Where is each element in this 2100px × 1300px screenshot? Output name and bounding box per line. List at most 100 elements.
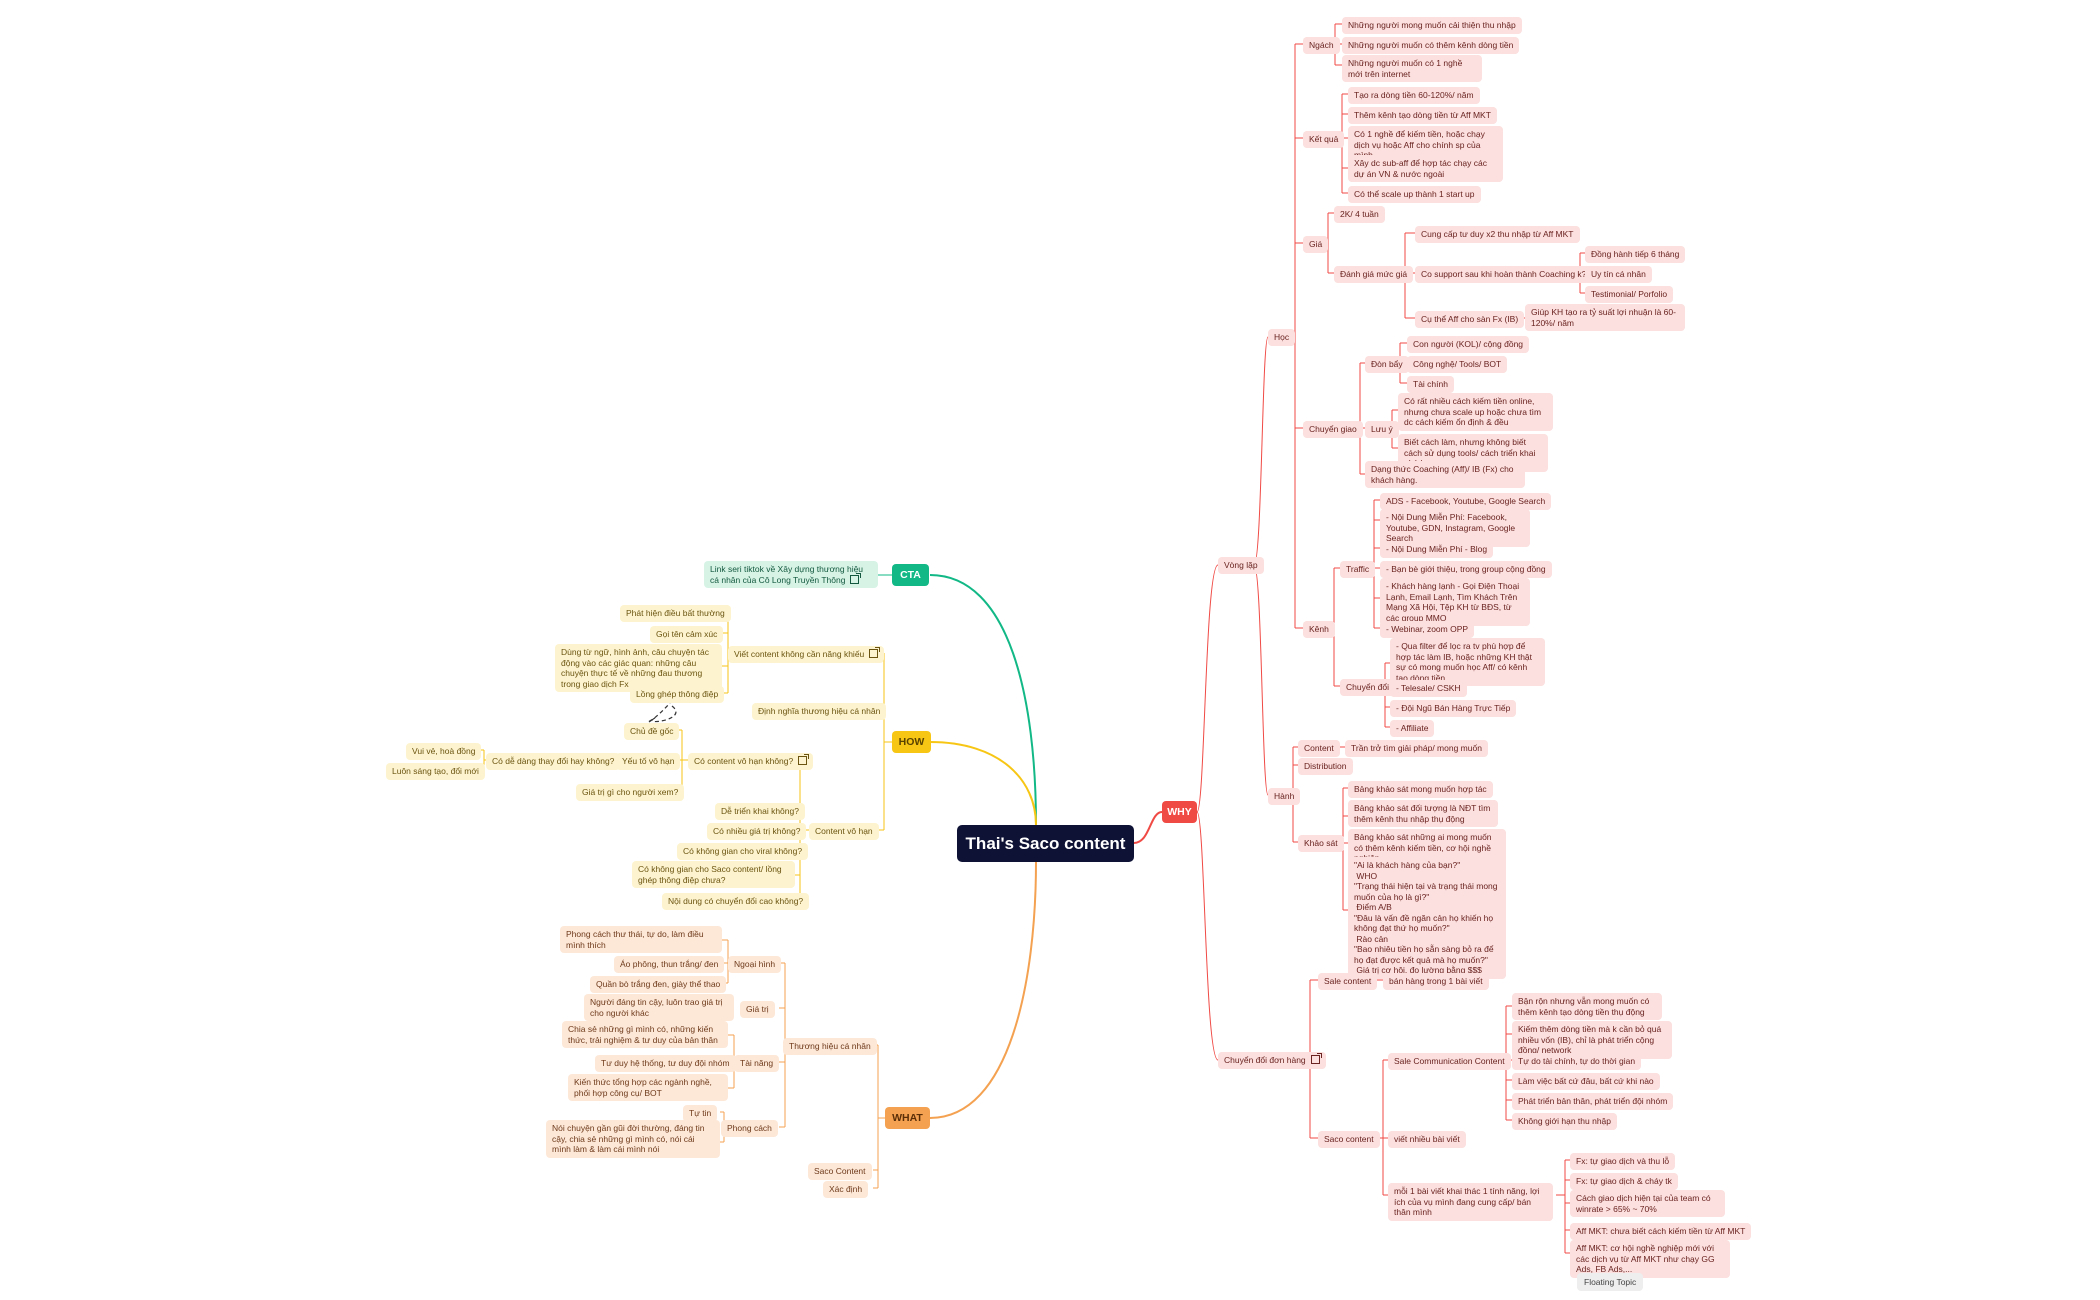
topic-nganh[interactable]: Ngách — [1303, 37, 1340, 54]
topic-nganh-1[interactable]: Những người mong muốn cải thiện thu nhập — [1342, 17, 1522, 34]
external-link-icon[interactable] — [1310, 1053, 1322, 1064]
topic-vc-1[interactable]: Phát hiện điều bất thường — [620, 605, 731, 622]
topic-xac-dinh[interactable]: Xác định — [823, 1181, 869, 1198]
topic-tr-2[interactable]: - Nội Dung Miễn Phí: Facebook, Youtube, … — [1380, 509, 1530, 547]
topic-vc-2[interactable]: Gọi tên cảm xúc — [650, 626, 724, 643]
topic-kq-2[interactable]: Thêm kênh tạo dòng tiền từ Aff MKT — [1348, 107, 1497, 124]
topic-sc-1[interactable]: bán hàng trong 1 bài viết — [1383, 973, 1489, 990]
topic-vong-lap[interactable]: Vòng lặp — [1218, 557, 1264, 574]
topic-dg-3[interactable]: Cụ thể Aff cho sàn Fx (IB) — [1415, 311, 1525, 328]
topic-ly-1[interactable]: Có rất nhiều cách kiếm tiền online, nhưn… — [1398, 393, 1553, 431]
topic-content[interactable]: Content — [1298, 740, 1340, 757]
topic-tr-6[interactable]: - Webinar, zoom OPP — [1380, 621, 1475, 638]
topic-viet-nhieu[interactable]: viết nhiều bài viết — [1388, 1131, 1466, 1148]
topic-ks-2[interactable]: Bảng khảo sát đối tượng là NĐT tìm thêm … — [1348, 800, 1498, 827]
topic-cv-3[interactable]: Giá trị gì cho người xem? — [576, 784, 685, 801]
topic-ks-4[interactable]: "Ai là khách hàng của bạn?" WHO "Trạng t… — [1348, 857, 1506, 979]
topic-ks-1[interactable]: Bảng khảo sát mong muốn hợp tác — [1348, 781, 1493, 798]
topic-cv-2a2[interactable]: Luôn sáng tạo, đổi mới — [386, 763, 485, 780]
topic-hoc[interactable]: Học — [1268, 329, 1296, 346]
topic-tr-1[interactable]: ADS - Facebook, Youtube, Google Search — [1380, 493, 1552, 510]
topic-chuyen-giao[interactable]: Chuyển giao — [1303, 421, 1363, 438]
topic-mb-3[interactable]: Cách giao dịch hiện tại của team có winr… — [1570, 1190, 1725, 1217]
topic-tn-1[interactable]: Chia sẻ những gì mình có, những kiến thứ… — [562, 1021, 728, 1048]
external-link-icon[interactable] — [850, 572, 862, 584]
topic-nh-2[interactable]: Áo phông, thun trắng/ đen — [614, 956, 725, 973]
topic-danh-gia[interactable]: Đánh giá mức giá — [1334, 266, 1414, 283]
topic-scc-1[interactable]: Bận rộn nhưng vẫn mong muốn có thêm kênh… — [1512, 993, 1662, 1020]
topic-mb-1[interactable]: Fx: tự giao dịch và thu lỗ — [1570, 1153, 1676, 1170]
central-topic[interactable]: Thai's Saco content — [957, 825, 1134, 862]
topic-vc-3[interactable]: Dùng từ ngữ, hình ảnh, câu chuyện tác độ… — [555, 644, 722, 692]
topic-cvh-2[interactable]: Có nhiều giá trị không? — [707, 823, 807, 840]
topic-traffic[interactable]: Traffic — [1340, 561, 1376, 578]
topic-cvh-3[interactable]: Có không gian cho viral không? — [677, 843, 809, 860]
topic-kq-5[interactable]: Có thể scale up thành 1 start up — [1348, 186, 1481, 203]
topic-dinh-nghia[interactable]: Định nghĩa thương hiệu cá nhân — [752, 703, 887, 720]
topic-phong-cach[interactable]: Phong cách — [721, 1120, 778, 1137]
external-link-icon[interactable] — [869, 647, 881, 658]
topic-gia-1[interactable]: 2K/ 4 tuần — [1334, 206, 1385, 223]
topic-nganh-3[interactable]: Những người muốn có 1 nghề mới trên inte… — [1342, 55, 1482, 82]
topic-mb-4[interactable]: Aff MKT: chưa biết cách kiếm tiền từ Aff… — [1570, 1223, 1752, 1240]
topic-scc-6[interactable]: Không giới hạn thu nhập — [1512, 1113, 1618, 1130]
topic-cvh-4[interactable]: Có không gian cho Saco content/ lồng ghé… — [632, 861, 795, 888]
topic-nh-1[interactable]: Phong cách thư thái, tự do, làm điều mìn… — [560, 926, 722, 953]
topic-ngoai-hinh[interactable]: Ngoại hình — [728, 956, 782, 973]
topic-tn-3[interactable]: Kiến thức tổng hợp các ngành nghề, phối … — [568, 1074, 728, 1101]
topic-gt-1[interactable]: Người đáng tin cậy, luôn trao giá trị ch… — [584, 994, 734, 1021]
topic-cvh-5[interactable]: Nội dung có chuyển đổi cao không? — [662, 893, 810, 910]
topic-mb-5[interactable]: Aff MKT: cơ hội nghề nghiệp mới với các … — [1570, 1240, 1730, 1278]
topic-nganh-2[interactable]: Những người muốn có thêm kênh dòng tiền — [1342, 37, 1520, 54]
topic-sale-communication[interactable]: Sale Communication Content — [1388, 1053, 1511, 1070]
topic-chuyen-doi-don-hang[interactable]: Chuyển đổi đơn hàng — [1218, 1052, 1326, 1069]
topic-kenh[interactable]: Kênh — [1303, 621, 1335, 638]
floating-topic[interactable]: Floating Topic — [1577, 1273, 1644, 1291]
topic-chuyen-doi[interactable]: Chuyển đổi — [1340, 679, 1396, 696]
topic-mb-2[interactable]: Fx: tự giao dịch & cháy tk — [1570, 1173, 1678, 1190]
topic-distribution[interactable]: Distribution — [1298, 758, 1353, 775]
topic-tn-2[interactable]: Tư duy hệ thống, tư duy đội nhóm — [595, 1055, 736, 1072]
topic-content-vo-han[interactable]: Content vô hạn — [809, 823, 879, 840]
topic-cta-link[interactable]: Link seri tiktok về Xây dựng thương hiệu… — [704, 561, 878, 588]
topic-gia[interactable]: Giá — [1303, 236, 1329, 253]
topic-pc-1[interactable]: Tự tin — [683, 1105, 718, 1122]
topic-sale-content[interactable]: Sale content — [1318, 973, 1378, 990]
topic-cv-2a1[interactable]: Vui vẻ, hoà đồng — [406, 743, 482, 760]
topic-dang-thuc[interactable]: Dạng thức Coaching (Aff)/ IB (Fx) cho kh… — [1365, 461, 1525, 488]
topic-tai-nang[interactable]: Tài năng — [734, 1055, 780, 1072]
topic-ket-qua[interactable]: Kết quả — [1303, 131, 1345, 148]
topic-tr-4[interactable]: - Bạn bè giới thiệu, trong group cộng đồ… — [1380, 561, 1552, 578]
topic-kq-1[interactable]: Tạo ra dòng tiền 60-120%/ năm — [1348, 87, 1480, 104]
topic-moi-bai[interactable]: mỗi 1 bài viết khai thác 1 tính năng, lợ… — [1388, 1183, 1553, 1221]
topic-cv-1[interactable]: Chủ đề gốc — [624, 723, 680, 740]
topic-saco-content[interactable]: Saco content — [1318, 1131, 1380, 1148]
topic-dg-2[interactable]: Co support sau khi hoàn thành Coaching k… — [1415, 266, 1593, 283]
topic-scc-4[interactable]: Làm việc bất cứ đâu, bất cứ khi nào — [1512, 1073, 1660, 1090]
topic-gia-tri[interactable]: Giá trị — [740, 1001, 775, 1018]
topic-db-2[interactable]: Công nghệ/ Tools/ BOT — [1407, 356, 1508, 373]
topic-co-vo-han[interactable]: Có content vô hạn không? — [688, 753, 814, 770]
topic-dg-2b[interactable]: Uy tín cá nhân — [1585, 266, 1652, 283]
topic-cd-4[interactable]: - Affiliate — [1390, 720, 1435, 737]
topic-vc-4[interactable]: Lồng ghép thông điệp — [630, 686, 725, 703]
topic-db-3[interactable]: Tài chính — [1407, 376, 1454, 393]
topic-dg-3a[interactable]: Giúp KH tạo ra tỷ suất lợi nhuận là 60-1… — [1525, 304, 1685, 331]
topic-thuong-hieu[interactable]: Thương hiệu cá nhân — [783, 1038, 877, 1055]
topic-scc-3[interactable]: Tự do tài chính, tự do thời gian — [1512, 1053, 1642, 1070]
topic-dg-2a[interactable]: Đồng hành tiếp 6 tháng — [1585, 246, 1686, 263]
topic-cd-2[interactable]: - Telesale/ CSKH — [1390, 680, 1467, 697]
branch-why[interactable]: WHY — [1162, 801, 1197, 823]
topic-tr-5[interactable]: - Khách hàng lạnh - Gọi Điện Thoại Lạnh,… — [1380, 578, 1530, 626]
topic-don-bay[interactable]: Đòn bẩy — [1365, 356, 1409, 373]
topic-scc-2[interactable]: Kiếm thêm dòng tiền mà k cần bỏ quá nhiề… — [1512, 1021, 1672, 1059]
topic-cd-1[interactable]: - Qua filter để lọc ra tv phù hợp để hợp… — [1390, 638, 1545, 686]
topic-scc-5[interactable]: Phát triển bản thân, phát triển đội nhóm — [1512, 1093, 1674, 1110]
topic-content-1[interactable]: Trần trở tìm giải pháp/ mong muốn — [1345, 740, 1488, 757]
branch-what[interactable]: WHAT — [885, 1107, 930, 1129]
topic-cv-2[interactable]: Yếu tố vô hạn — [616, 753, 681, 770]
topic-khao-sat[interactable]: Khảo sát — [1298, 835, 1344, 852]
topic-hanh[interactable]: Hành — [1268, 788, 1301, 805]
topic-saco-content-what[interactable]: Saco Content — [808, 1163, 872, 1180]
